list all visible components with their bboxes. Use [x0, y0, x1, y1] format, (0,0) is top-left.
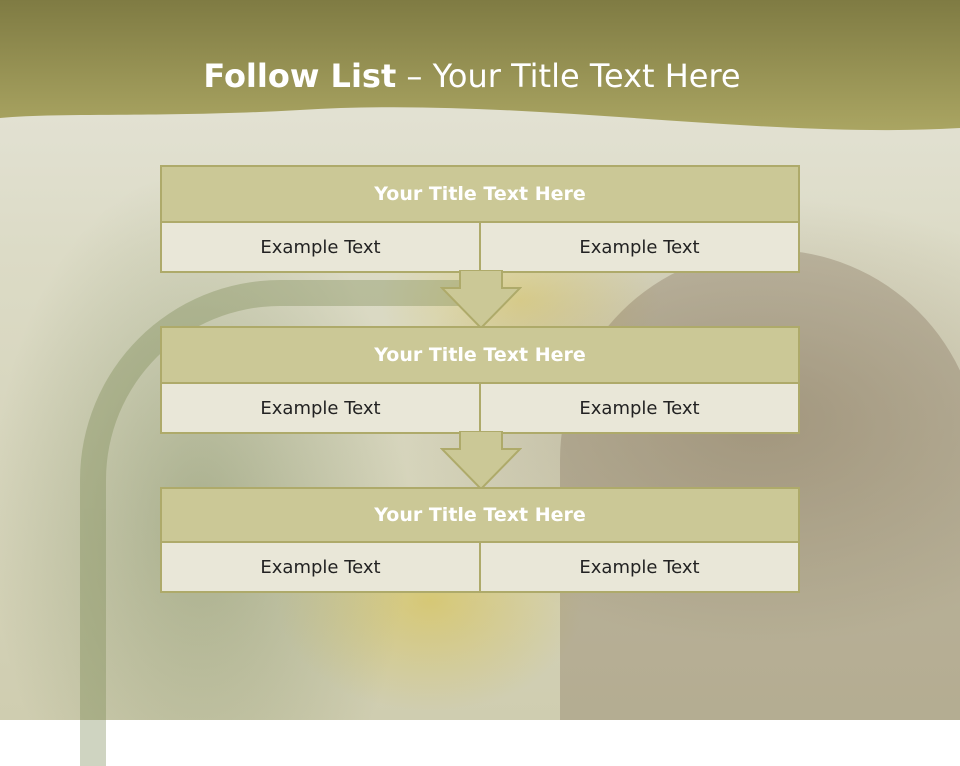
- header-wave: [0, 0, 960, 131]
- step-row: Example Text Example Text: [160, 223, 800, 273]
- down-arrow-icon: [440, 270, 522, 330]
- step-title: Your Title Text Here: [160, 165, 800, 223]
- title-rest: – Your Title Text Here: [396, 57, 741, 95]
- slide-title: Follow List – Your Title Text Here: [0, 56, 952, 96]
- step-cell-left: Example Text: [160, 223, 481, 273]
- step-cell-right: Example Text: [481, 223, 800, 273]
- header-banner: Follow List – Your Title Text Here: [0, 0, 960, 140]
- step-title: Your Title Text Here: [160, 326, 800, 384]
- step-block-1: Your Title Text Here Example Text Exampl…: [160, 165, 800, 273]
- step-row: Example Text Example Text: [160, 543, 800, 593]
- step-title: Your Title Text Here: [160, 487, 800, 543]
- hair-shape: [560, 250, 960, 720]
- step-cell-right: Example Text: [481, 543, 800, 593]
- step-block-3: Your Title Text Here Example Text Exampl…: [160, 487, 800, 593]
- title-bold: Follow List: [203, 57, 397, 95]
- step-cell-left: Example Text: [160, 543, 481, 593]
- step-row: Example Text Example Text: [160, 384, 800, 434]
- step-cell-right: Example Text: [481, 384, 800, 434]
- step-block-2: Your Title Text Here Example Text Exampl…: [160, 326, 800, 434]
- step-cell-left: Example Text: [160, 384, 481, 434]
- down-arrow-icon: [440, 431, 522, 491]
